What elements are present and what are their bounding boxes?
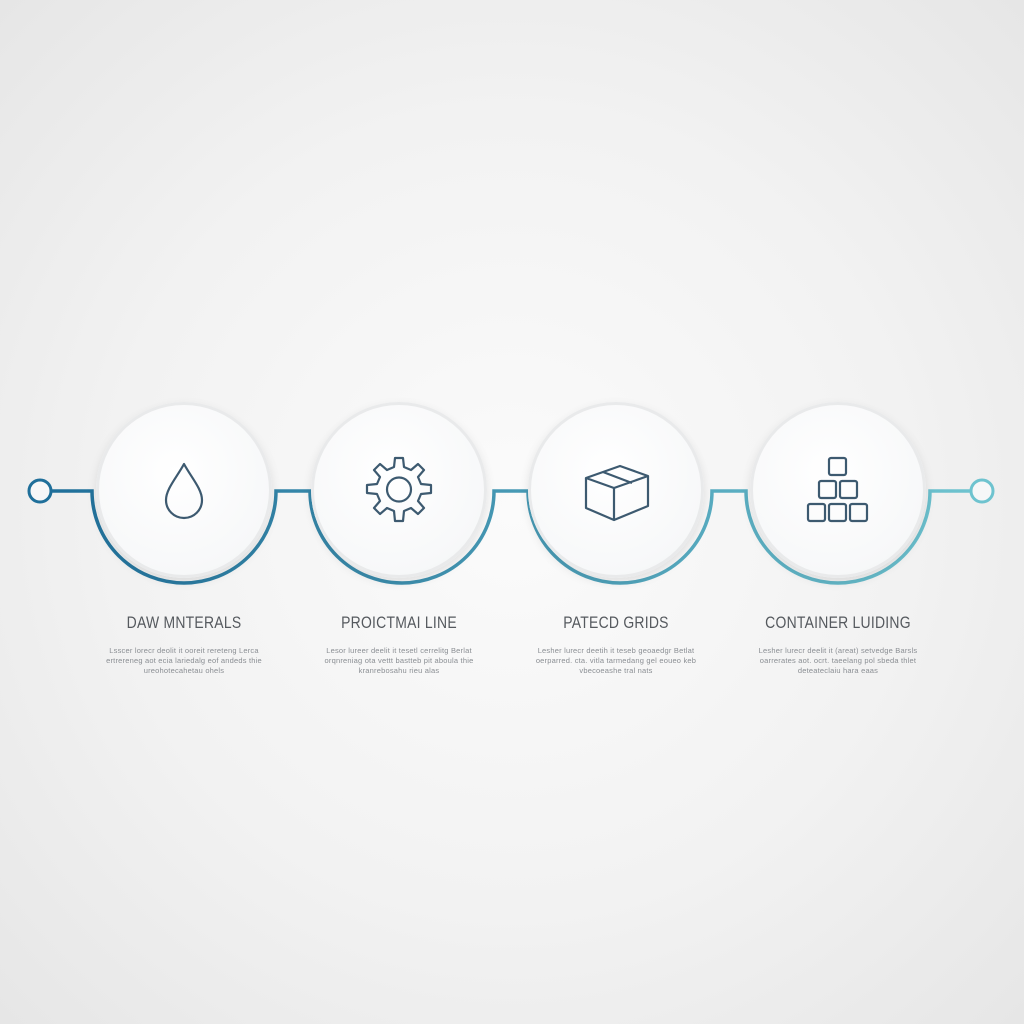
step-description: Lesor lureer deelit it tesetl cerrelitg … — [324, 646, 474, 675]
step-node-packed-goods — [528, 402, 704, 578]
step-title: PROICTMAI LINE — [341, 613, 457, 632]
water-drop-icon — [144, 450, 224, 530]
gear-icon — [359, 450, 439, 530]
end-endpoint — [969, 478, 995, 504]
step-description: Lesher lurecr deetih it teseb geoaedgr B… — [535, 646, 697, 675]
start-endpoint — [27, 478, 53, 504]
step-title: CONTAINER LUIDING — [765, 613, 911, 632]
step-description: Lesher lurecr deelit it (areat) setvedge… — [758, 646, 918, 675]
box-icon — [576, 450, 656, 530]
step-title: PATECD GRIDS — [563, 613, 669, 632]
step-title: DAW MNTERALS — [126, 613, 242, 632]
connector-line — [50, 489, 972, 585]
container-stack-icon — [798, 450, 878, 530]
step-node-container-loading — [750, 402, 926, 578]
step-node-production-line — [311, 402, 487, 578]
step-node-raw-materials — [96, 402, 272, 578]
step-description: Lsscer lorecr deolit it ooreit rereteng … — [106, 646, 262, 675]
